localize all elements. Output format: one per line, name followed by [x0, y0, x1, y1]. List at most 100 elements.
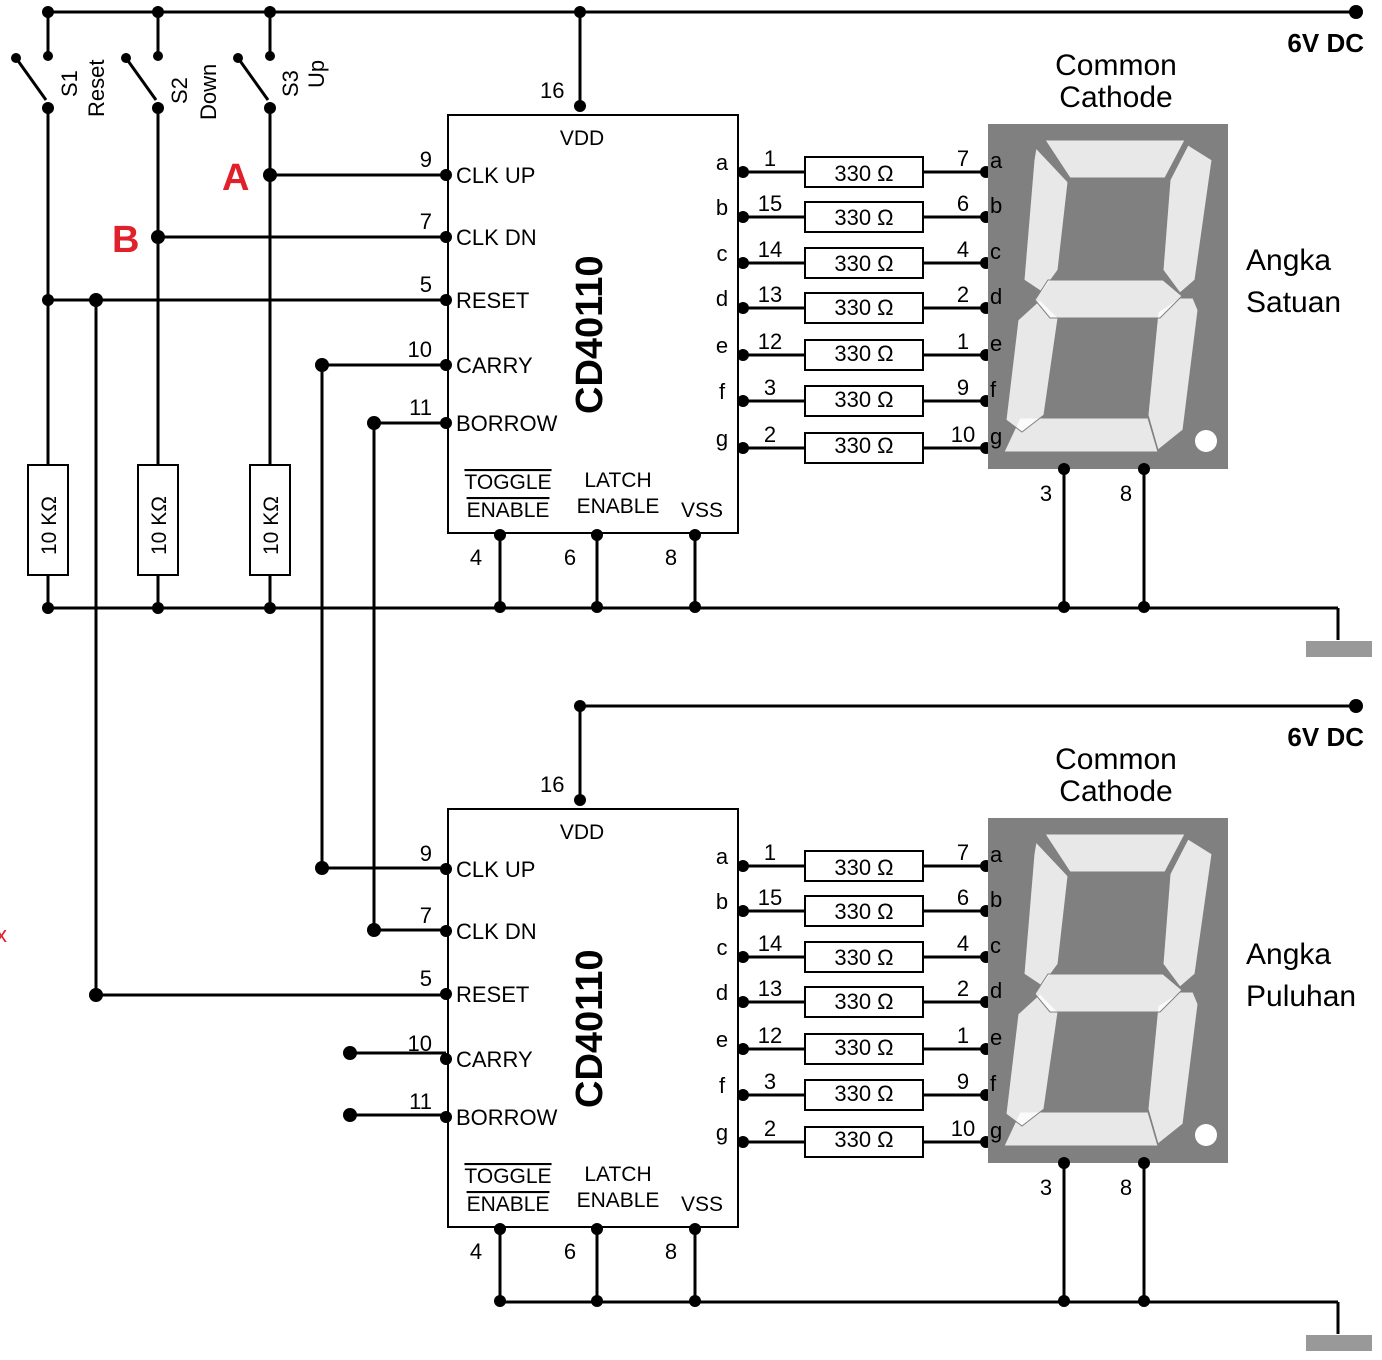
ground-symbol [1306, 641, 1372, 657]
series-resistor [804, 941, 924, 973]
display-segment-letter-units: a [990, 148, 1003, 173]
pin-letter-right-tens: c [717, 935, 728, 960]
display-pin-number-tens: 6 [957, 885, 969, 910]
pin-label-left-tens: CARRY [456, 1047, 533, 1072]
pin-number-right-units: 15 [758, 191, 782, 216]
pin-label-left-units: CLK UP [456, 163, 535, 188]
stage-label-2-tens: Puluhan [1246, 980, 1356, 1013]
display-segment-letter-tens: d [990, 978, 1002, 1003]
display-title-1-tens: Common [1055, 743, 1177, 776]
display-segment-letter-tens: g [990, 1118, 1002, 1143]
series-resistor [804, 850, 924, 882]
supply-label-tens: 6V DC [1287, 722, 1364, 752]
series-resistor-value-units: 330 Ω [834, 433, 893, 458]
series-resistor [804, 339, 924, 371]
series-resistor-value-units: 330 Ω [834, 205, 893, 230]
display-segment-letter-tens: e [990, 1025, 1002, 1050]
display-title-2-units: Cathode [1059, 81, 1172, 114]
display-segment-letter-tens: c [990, 933, 1001, 958]
display-common-pin-tens: 3 [1040, 1175, 1052, 1200]
display-pin-number-units: 2 [957, 282, 969, 307]
display-pin-number-units: 7 [957, 146, 969, 171]
series-resistor [804, 1079, 924, 1111]
bottom-pin-number-units: 8 [665, 545, 677, 570]
latch-label-2-tens: ENABLE [577, 1189, 660, 1212]
series-resistor-value-tens: 330 Ω [834, 855, 893, 880]
toggle-label-1-tens: TOGGLE [464, 1165, 551, 1188]
chip-name-tens: CD40110 [569, 950, 611, 1108]
latch-label-1-tens: LATCH [584, 1163, 651, 1186]
chip-name-units: CD40110 [569, 256, 611, 414]
chip-vdd-label-units: VDD [560, 127, 604, 150]
series-resistor-value-units: 330 Ω [834, 387, 893, 412]
switch-s2-func: Down [196, 64, 221, 120]
pin-letter-right-tens: b [716, 889, 728, 914]
pin-dot-left [440, 1053, 452, 1065]
display-segment-letter-tens: f [990, 1071, 997, 1096]
pin-letter-right-tens: d [716, 980, 728, 1005]
pin-number-right-tens: 12 [758, 1023, 782, 1048]
switch-s2: S2 Down [121, 12, 221, 120]
pin-dot-left [440, 1111, 452, 1123]
bottom-pin-number-tens: 8 [665, 1239, 677, 1264]
pin-number-right-units: 3 [764, 375, 776, 400]
display-title-2-tens: Cathode [1059, 775, 1172, 808]
bottom-pin-number-tens: 4 [470, 1239, 482, 1264]
switch-s3-name: S3 [278, 70, 303, 97]
series-resistor-value-tens: 330 Ω [834, 899, 893, 924]
pin-number-right-tens: 2 [764, 1116, 776, 1141]
display-segment-letter-units: f [990, 377, 997, 402]
pin-number-right-tens: 14 [758, 931, 782, 956]
node-label-b: B [112, 219, 139, 261]
series-resistor-value-tens: 330 Ω [834, 989, 893, 1014]
pin-number-right-units: 12 [758, 329, 782, 354]
display-pin-number-units: 4 [957, 237, 969, 262]
display-pin-number-tens: 4 [957, 931, 969, 956]
display-segment-letter-tens: b [990, 887, 1002, 912]
display-segment-letter-units: e [990, 331, 1002, 356]
segment-a [1044, 139, 1186, 179]
pin-number-right-tens: 1 [764, 840, 776, 865]
input-section: 6V DC S1 Reset S2 Down S3 Up [0, 5, 1364, 1002]
display-segment-letter-units: b [990, 193, 1002, 218]
pin-letter-right-tens: g [716, 1120, 728, 1145]
series-resistor-value-units: 330 Ω [834, 341, 893, 366]
bottom-pin-number-tens: 6 [564, 1239, 576, 1264]
pin-number-right-tens: 3 [764, 1069, 776, 1094]
pin-label-left-tens: CLK UP [456, 857, 535, 882]
segment-d [1003, 1111, 1159, 1147]
stage-label-1-units: Angka [1246, 244, 1331, 277]
segment-g [1034, 279, 1183, 319]
toggle-label-2-tens: ENABLE [467, 1193, 550, 1216]
pin-number-left-units: 7 [420, 209, 432, 234]
pin-label-left-tens: BORROW [456, 1105, 558, 1130]
stage-label-2-units: Satuan [1246, 286, 1341, 319]
vdd-pin-number-units: 16 [540, 78, 564, 103]
pin-label-left-units: RESET [456, 288, 529, 313]
pin-number-right-units: 2 [764, 422, 776, 447]
ground-symbol [1306, 1335, 1372, 1351]
bottom-pin-number-units: 4 [470, 545, 482, 570]
pin-letter-right-units: c [717, 241, 728, 266]
pin-dot-left [440, 988, 452, 1000]
display-pin-number-units: 6 [957, 191, 969, 216]
pin-label-left-tens: RESET [456, 982, 529, 1007]
pin-label-left-tens: CLK DN [456, 919, 537, 944]
display-pin-number-units: 9 [957, 375, 969, 400]
segment-b [1162, 838, 1213, 988]
vdd-pin-dot [574, 794, 586, 806]
display-pin-number-units: 1 [957, 329, 969, 354]
display-pin-number-tens: 9 [957, 1069, 969, 1094]
pin-number-right-units: 13 [758, 282, 782, 307]
pin-number-left-tens: 5 [420, 966, 432, 991]
segment-a [1044, 833, 1186, 873]
switch-s1-name: S1 [57, 70, 82, 97]
pin-number-left-tens: 11 [409, 1089, 432, 1114]
node-label-a: A [222, 157, 249, 199]
pin-dot-left [440, 863, 452, 875]
pin-number-right-units: 14 [758, 237, 782, 262]
series-resistor-value-tens: 330 Ω [834, 1081, 893, 1106]
